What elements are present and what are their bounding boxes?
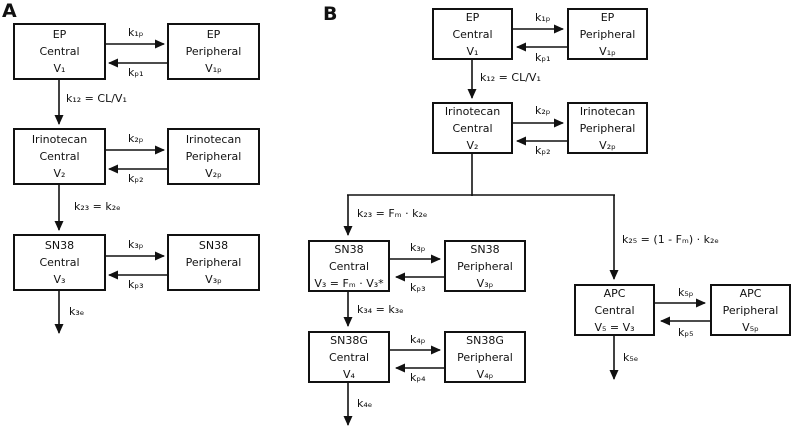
box-a-sn38-central: SN38 Central V₃ [13,234,106,291]
box-text: V₁ [466,44,479,58]
rate-b-k4p: k₄ₚ [410,333,426,346]
box-text: V₁ₚ [599,44,616,58]
box-text: Irinotecan [185,133,242,146]
box-text: SN38 [334,242,364,256]
box-text: Peripheral [579,121,636,135]
box-b-apc-peripheral: APC Peripheral V₅ₚ [710,284,791,336]
rate-a-k12: k₁₂ = CL/V₁ [66,92,127,105]
box-b-irinotecan-peripheral: Irinotecan Peripheral V₂ₚ [567,102,648,154]
box-b-sn38g-central: SN38G Central V₄ [308,331,390,383]
rate-a-k2p: k₂ₚ [128,132,144,145]
rate-b-kp1: kₚ₁ [535,51,551,64]
rate-b-k12: k₁₂ = CL/V₁ [480,71,541,84]
box-text: SN38G [330,333,368,347]
box-b-apc-central: APC Central V₅ = V₃ [574,284,655,336]
rate-b-kp3: kₚ₃ [410,281,426,294]
box-text: SN38 [470,242,500,256]
rate-b-k3p: k₃ₚ [410,241,426,254]
panel-a-label: A [2,0,17,22]
box-text: Central [328,350,370,364]
rate-b-k4e: k₄ₑ [357,397,373,410]
box-text: Peripheral [579,27,636,41]
box-text: SN38 [44,239,75,252]
box-text: Central [452,121,493,135]
box-b-sn38-peripheral: SN38 Peripheral V₃ₚ [444,240,526,292]
box-text: Central [594,303,635,317]
rate-a-k1p: k₁ₚ [128,26,144,39]
box-a-irinotecan-central: Irinotecan Central V₂ [13,128,106,185]
rate-a-k3e: k₃ₑ [69,305,85,318]
rate-b-k5p: k₅ₚ [678,286,694,299]
box-text: Irinotecan [31,133,88,146]
box-text: V₅ = V₃ [594,320,635,334]
rate-b-k2p: k₂ₚ [535,104,551,117]
box-a-sn38-peripheral: SN38 Peripheral V₃ₚ [167,234,260,291]
box-text: Peripheral [457,259,513,273]
box-b-ep-central: EP Central V₁ [432,8,513,60]
box-text: V₃ = Fₘ · V₃* [314,276,384,290]
rate-b-kp2: kₚ₂ [535,144,551,157]
box-text: Central [39,45,80,58]
rate-a-k3p: k₃ₚ [128,238,144,251]
box-a-ep-central: EP Central V₁ [13,23,106,80]
rate-b-kp5: kₚ₅ [678,326,694,339]
box-text: V₂ [466,138,479,152]
rate-b-k23: k₂₃ = Fₘ · k₂ₑ [357,207,428,220]
box-text: APC [603,286,626,300]
rate-a-kp1: kₚ₁ [128,66,144,79]
box-text: V₃ₚ [205,273,222,286]
box-text: V₄ [343,367,355,381]
box-text: V₅ₚ [742,320,759,334]
box-text: Central [328,259,370,273]
rate-a-k23: k₂₃ = k₂ₑ [74,200,121,213]
box-text: APC [739,286,762,300]
box-text: EP [206,28,221,41]
rate-b-k34: k₃₄ = k₃ₑ [357,303,404,316]
box-text: Peripheral [185,150,242,163]
box-a-ep-peripheral: EP Peripheral V₁ₚ [167,23,260,80]
box-text: EP [600,10,615,24]
box-text: V₂ₚ [599,138,616,152]
rate-a-kp3: kₚ₃ [128,278,144,291]
panel-b-label: B [323,3,338,25]
rate-b-k1p: k₁ₚ [535,11,551,24]
rate-b-kp4: kₚ₄ [410,371,426,384]
box-text: V₁ₚ [205,62,222,75]
box-text: Central [39,256,80,269]
box-text: Central [452,27,493,41]
box-text: V₃ [53,273,66,286]
box-text: Central [39,150,80,163]
box-b-sn38g-peripheral: SN38G Peripheral V₄ₚ [444,331,526,383]
box-text: Peripheral [185,256,242,269]
box-text: V₃ₚ [476,276,494,290]
box-text: SN38 [198,239,229,252]
rate-b-k25: k₂₅ = (1 - Fₘ) · k₂ₑ [622,233,719,246]
box-b-sn38-central: SN38 Central V₃ = Fₘ · V₃* [308,240,390,292]
box-text: EP [52,28,67,41]
box-text: V₂ [53,167,66,180]
box-text: EP [465,10,480,24]
box-a-irinotecan-peripheral: Irinotecan Peripheral V₂ₚ [167,128,260,185]
box-b-irinotecan-central: Irinotecan Central V₂ [432,102,513,154]
box-text: V₂ₚ [205,167,222,180]
box-b-ep-peripheral: EP Peripheral V₁ₚ [567,8,648,60]
box-text: V₁ [53,62,66,75]
box-text: Peripheral [722,303,779,317]
box-text: Peripheral [185,45,242,58]
box-text: Irinotecan [444,104,501,118]
rate-b-k5e: k₅ₑ [623,351,639,364]
box-text: SN38G [466,333,504,347]
box-text: Peripheral [457,350,513,364]
box-text: Irinotecan [579,104,636,118]
rate-a-kp2: kₚ₂ [128,172,144,185]
box-text: V₄ₚ [476,367,494,381]
